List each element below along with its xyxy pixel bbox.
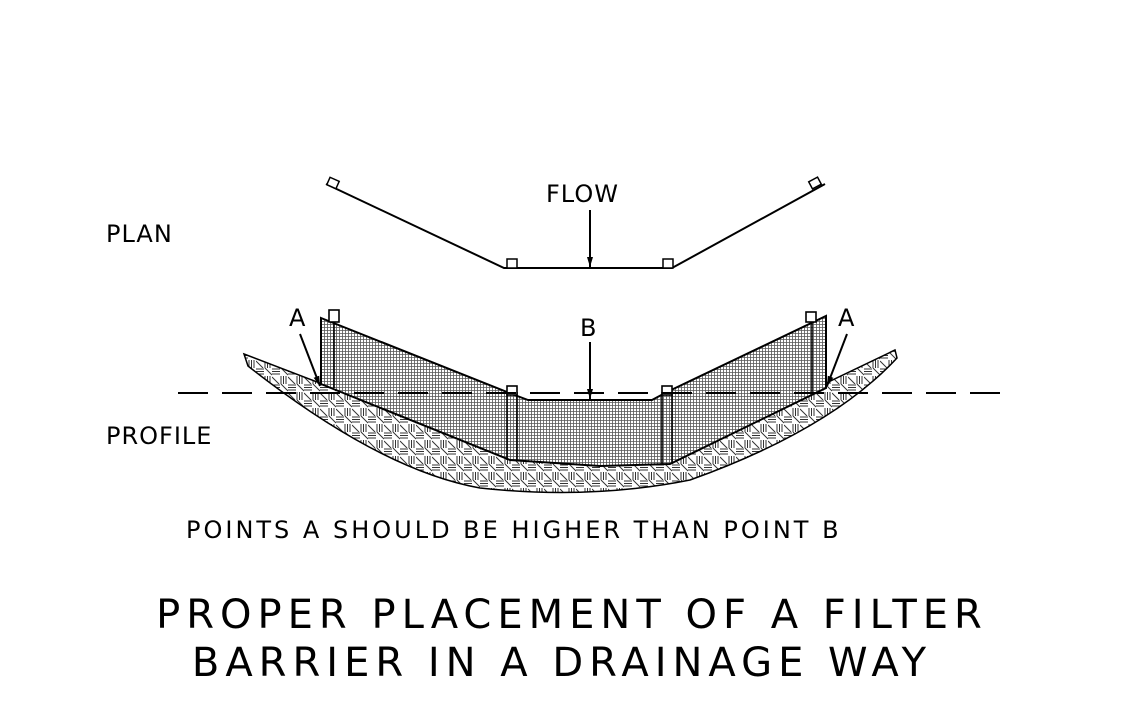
- title-line-1: PROPER PLACEMENT OF A FILTER: [156, 592, 988, 638]
- point-a-left-label: A: [289, 304, 306, 332]
- point-a-left-arrow: [299, 333, 321, 387]
- point-b-label: B: [580, 314, 597, 342]
- plan-barrier-line: [325, 183, 826, 269]
- flow-label: FLOW: [546, 180, 619, 208]
- profile-label: PROFILE: [106, 422, 212, 450]
- note-text: POINTS A SHOULD BE HIGHER THAN POINT B: [186, 516, 842, 544]
- profile-stakes: [320, 309, 827, 464]
- point-a-right-label: A: [838, 304, 855, 332]
- plan-label: PLAN: [106, 220, 173, 248]
- plan-stake-posts: [325, 176, 823, 269]
- title-line-2: BARRIER IN A DRAINAGE WAY: [192, 640, 932, 686]
- point-a-right-arrow: [826, 333, 848, 387]
